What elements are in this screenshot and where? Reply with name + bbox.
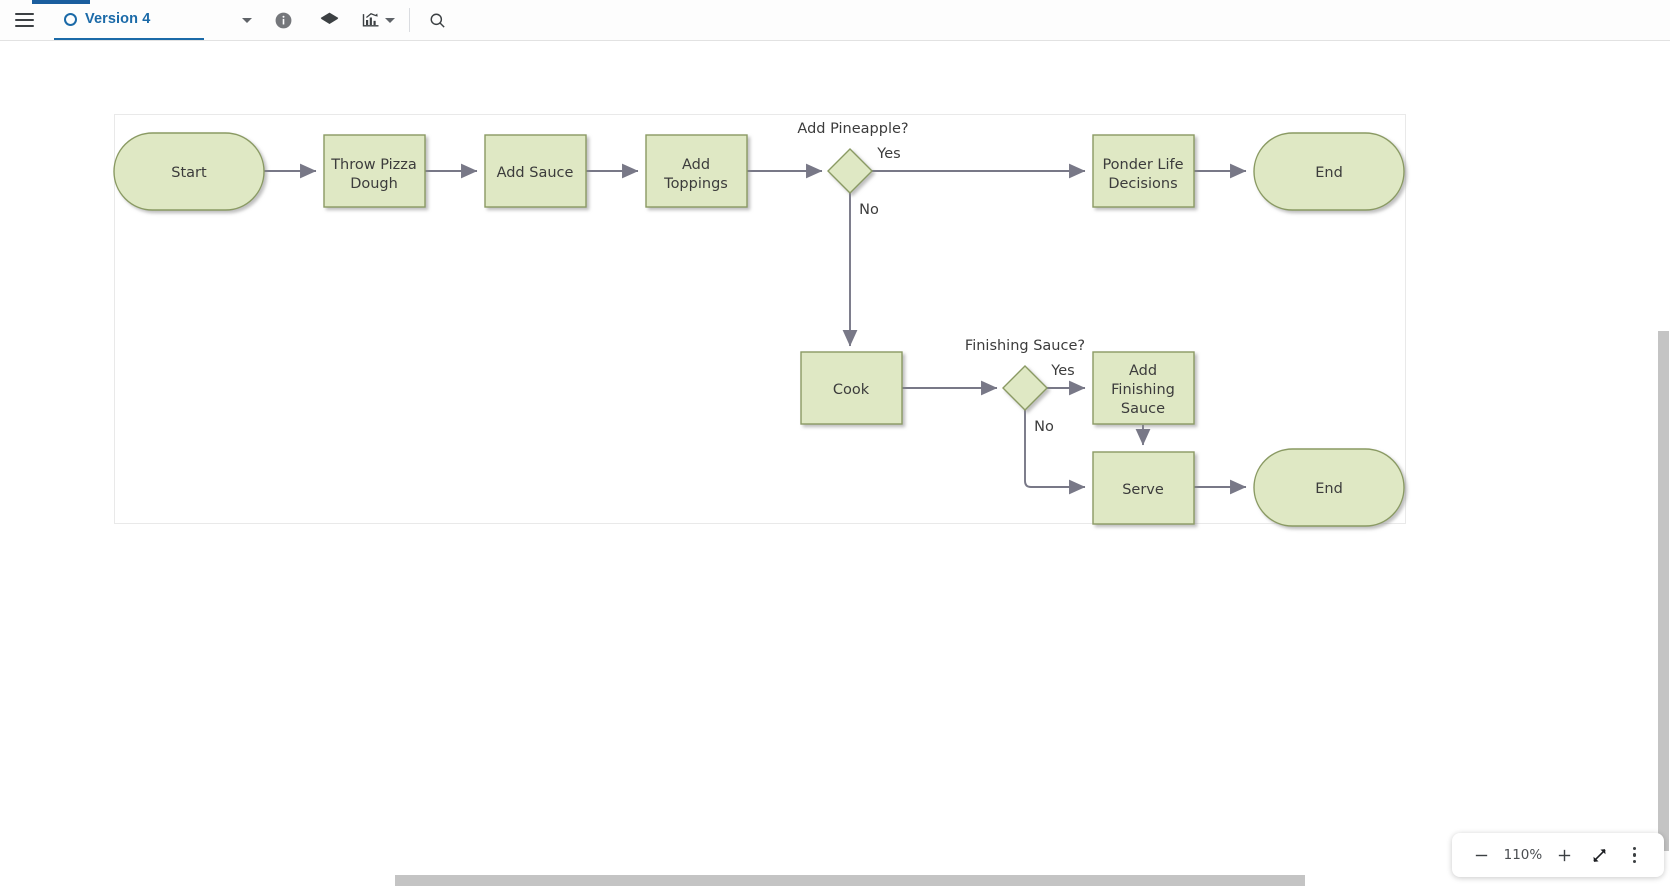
node-label-line1: Add: [1129, 363, 1157, 379]
flowchart-svg: Start Throw Pizza Dough Add Sauce Add To…: [113, 121, 1405, 527]
label-pineapple-no: No: [859, 202, 879, 218]
node-label-line3: Sauce: [1121, 401, 1165, 417]
node-cook[interactable]: Cook: [800, 351, 903, 425]
search-icon[interactable]: [420, 0, 454, 40]
node-ponder-life-decisions[interactable]: Ponder Life Decisions: [1092, 134, 1195, 208]
node-label-line1: Add: [682, 157, 710, 173]
expand-arrows-icon[interactable]: [1586, 842, 1612, 868]
node-label-line1: Ponder Life: [1102, 157, 1183, 173]
horizontal-scrollbar-thumb[interactable]: [395, 875, 1305, 886]
edge-labels: Add Pineapple? Yes No Finishing Sauce? Y…: [797, 121, 1085, 435]
top-toolbar: Version 4: [0, 0, 1670, 41]
node-label-line2: Toppings: [663, 176, 728, 192]
vertical-scrollbar-track[interactable]: [1657, 41, 1670, 870]
node-add-finishing-sauce[interactable]: Add Finishing Sauce: [1092, 351, 1195, 425]
chart-dropdown-caret-icon[interactable]: [385, 17, 395, 23]
node-decision-finishing-sauce[interactable]: [1002, 365, 1048, 411]
more-vertical-icon[interactable]: [1621, 842, 1647, 868]
zoom-control-bar: 110%: [1452, 833, 1664, 877]
document-tab[interactable]: Version 4: [54, 0, 204, 40]
label-finsauce-no: No: [1034, 419, 1054, 435]
chart-icon[interactable]: [358, 0, 384, 40]
edge-finsauce-no-serve: [1024, 410, 1086, 495]
node-label: Start: [171, 165, 207, 181]
zoom-in-button[interactable]: [1551, 842, 1577, 868]
connectors: [264, 163, 1247, 495]
label-finsauce-yes: Yes: [1050, 363, 1074, 379]
node-end-bottom[interactable]: End: [1253, 448, 1405, 527]
node-decision-add-pineapple[interactable]: [827, 148, 873, 194]
node-start[interactable]: Start: [113, 132, 265, 211]
node-label-line2: Finishing: [1111, 382, 1175, 398]
node-label: End: [1315, 165, 1343, 181]
document-title: Version 4: [85, 11, 151, 27]
node-label: Cook: [833, 382, 870, 398]
node-label: Serve: [1122, 482, 1164, 498]
node-add-sauce[interactable]: Add Sauce: [484, 134, 587, 208]
zoom-out-button[interactable]: [1469, 842, 1495, 868]
caret-down-icon[interactable]: [242, 17, 252, 23]
circle-outline-icon: [64, 12, 77, 26]
label-finishing-sauce-question: Finishing Sauce?: [965, 338, 1085, 354]
node-add-toppings[interactable]: Add Toppings: [645, 134, 748, 208]
toolbar-divider: [409, 8, 410, 32]
label-pineapple-yes: Yes: [876, 146, 900, 162]
diagram-nodes: Start Throw Pizza Dough Add Sauce Add To…: [113, 132, 1405, 527]
node-label-line2: Dough: [350, 176, 398, 192]
node-serve[interactable]: Serve: [1092, 451, 1195, 525]
info-icon[interactable]: [266, 0, 300, 40]
zoom-level-value: 110%: [1503, 847, 1543, 863]
node-label-line1: Throw Pizza: [330, 157, 417, 173]
hamburger-menu-icon[interactable]: [2, 0, 46, 40]
node-end-top[interactable]: End: [1253, 132, 1405, 211]
active-tab-accent: [32, 0, 90, 4]
label-add-pineapple-question: Add Pineapple?: [797, 121, 908, 137]
node-label-line2: Decisions: [1108, 176, 1177, 192]
vertical-scrollbar-thumb[interactable]: [1658, 331, 1669, 851]
node-label: Add Sauce: [497, 165, 574, 181]
layers-icon[interactable]: [312, 0, 346, 40]
horizontal-scrollbar-track[interactable]: [0, 870, 1640, 891]
node-throw-pizza-dough[interactable]: Throw Pizza Dough: [323, 134, 426, 208]
node-label: End: [1315, 481, 1343, 497]
